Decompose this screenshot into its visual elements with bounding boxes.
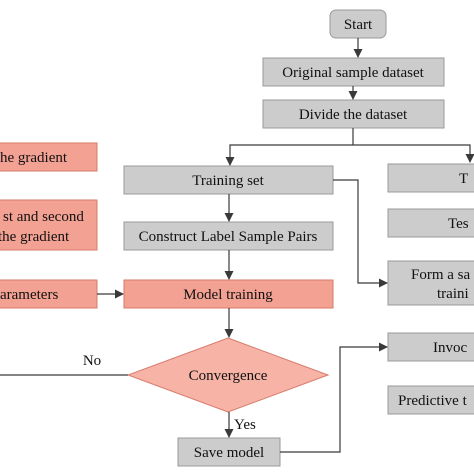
right-predictive-node: Predictive t bbox=[387, 385, 474, 415]
right-form-label-2: traini bbox=[437, 286, 469, 302]
training-set-node: Training set bbox=[123, 165, 334, 195]
save-model-label: Save model bbox=[194, 445, 264, 461]
arrow-save-to-invoke bbox=[280, 342, 388, 453]
arrow-split-to-training bbox=[225, 144, 353, 166]
left-gradient-label: he gradient bbox=[0, 150, 68, 166]
right-test-node: Tes bbox=[387, 208, 474, 238]
right-test-label: Tes bbox=[448, 216, 469, 232]
right-predictive-label: Predictive t bbox=[398, 393, 468, 409]
construct-pairs-label: Construct Label Sample Pairs bbox=[139, 229, 318, 245]
left-parameters-node: arameters bbox=[0, 279, 98, 309]
left-gradient-node: he gradient bbox=[0, 142, 98, 172]
model-training-node: Model training bbox=[123, 279, 334, 309]
model-training-label: Model training bbox=[183, 287, 273, 303]
divide-dataset-node: Divide the dataset bbox=[262, 99, 445, 129]
left-moments-label-1: st and second bbox=[3, 209, 84, 225]
original-dataset-node: Original sample dataset bbox=[262, 57, 445, 87]
left-moments-node: st and second the gradient bbox=[0, 199, 98, 251]
left-moments-label-2: the gradient bbox=[0, 229, 70, 245]
start-label: Start bbox=[344, 17, 373, 33]
right-invoke-node: Invoc bbox=[387, 332, 474, 362]
construct-pairs-node: Construct Label Sample Pairs bbox=[123, 221, 334, 251]
edge-label-no: No bbox=[83, 353, 101, 369]
save-model-node: Save model bbox=[177, 437, 281, 467]
arrow-training-to-form bbox=[333, 179, 388, 288]
divide-dataset-label: Divide the dataset bbox=[299, 107, 408, 123]
right-top-label: T bbox=[459, 171, 468, 187]
right-top-node: T bbox=[387, 163, 474, 193]
arrow-split-to-right bbox=[353, 144, 474, 163]
convergence-label: Convergence bbox=[189, 368, 268, 384]
start-node: Start bbox=[329, 9, 387, 39]
original-dataset-label: Original sample dataset bbox=[282, 65, 424, 81]
convergence-decision: Convergence bbox=[126, 337, 330, 413]
right-form-node: Form a sa traini bbox=[387, 260, 474, 306]
training-set-label: Training set bbox=[192, 173, 264, 189]
left-parameters-label: arameters bbox=[0, 287, 58, 303]
edge-label-yes: Yes bbox=[234, 417, 256, 433]
right-invoke-label: Invoc bbox=[433, 340, 467, 356]
right-form-label-1: Form a sa bbox=[411, 267, 471, 283]
